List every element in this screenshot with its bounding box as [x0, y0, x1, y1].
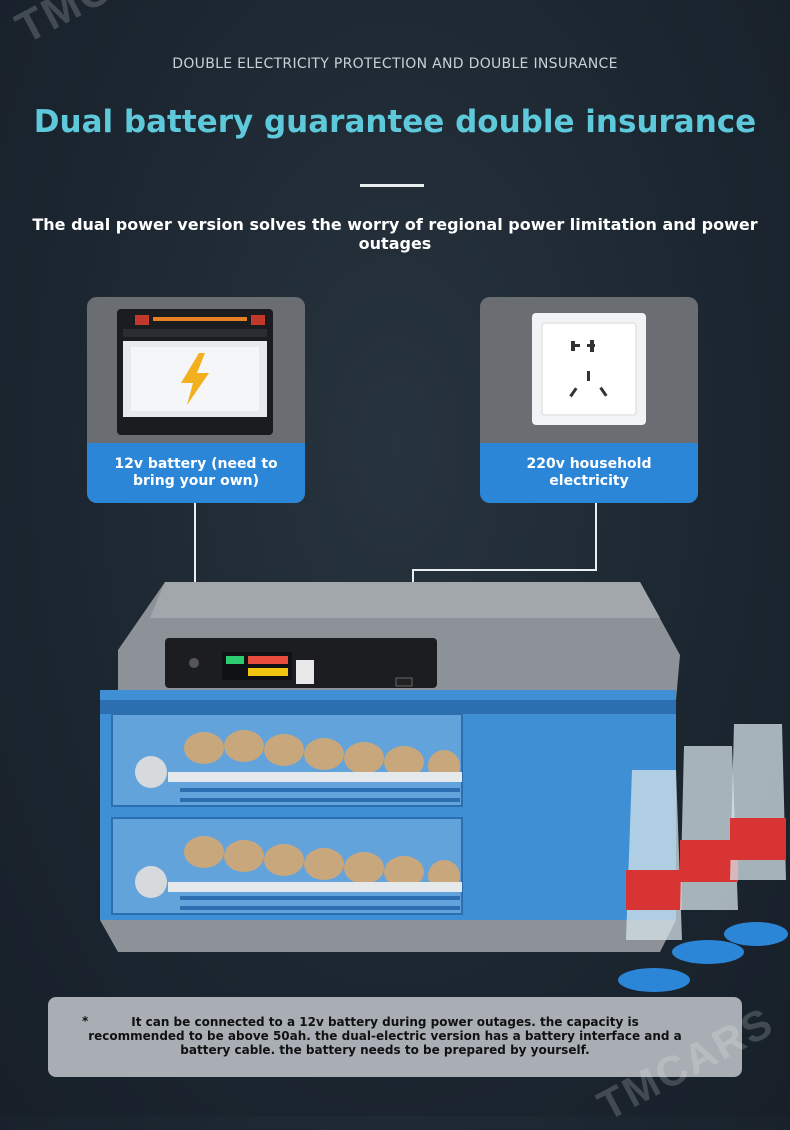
power-outlet-icon: [480, 297, 698, 443]
subheadline: The dual power version solves the worry …: [32, 215, 758, 253]
battery-card: 12v battery (need to bring your own): [87, 297, 305, 503]
incubator-illustration: [100, 582, 788, 992]
footnote-box: * It can be connected to a 12v battery d…: [48, 997, 742, 1077]
page-title: Dual battery guarantee double insurance: [33, 104, 757, 140]
battery-label: 12v battery (need to bring your own): [87, 443, 305, 503]
household-wire-vertical: [595, 503, 597, 571]
household-wire-horizontal: [412, 569, 597, 571]
kicker-text: DOUBLE ELECTRICITY PROTECTION AND DOUBLE…: [172, 56, 618, 72]
footnote-marker: *: [82, 1014, 89, 1028]
household-label: 220v household electricity: [480, 443, 698, 503]
watermark-top: TMCA: [8, 0, 151, 54]
household-card: 220v household electricity: [480, 297, 698, 503]
footnote-text: It can be connected to a 12v battery dur…: [88, 1015, 682, 1057]
battery-icon: [87, 297, 305, 443]
title-divider: [360, 184, 424, 187]
